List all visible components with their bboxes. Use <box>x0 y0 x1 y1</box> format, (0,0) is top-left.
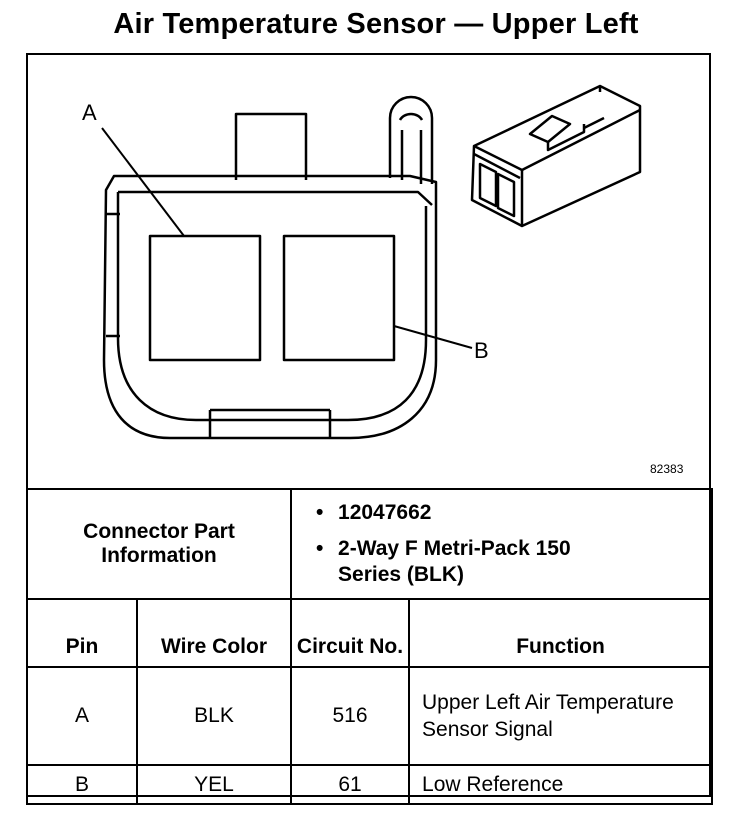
pin-cell: A <box>26 666 138 766</box>
connector-info-list: 12047662 2-Way F Metri-Pack 150 Series (… <box>290 488 714 600</box>
page-title: Air Temperature Sensor — Upper Left <box>113 8 639 40</box>
label-b: B <box>474 338 489 363</box>
function-cell: Upper Left Air Temperature Sensor Signal <box>408 666 714 766</box>
leader-line-a <box>101 127 185 237</box>
wire-color-cell: BLK <box>135 666 293 766</box>
pin-cell: B <box>26 764 138 805</box>
cavity-a <box>148 234 262 362</box>
table-header: Pin Wire Color Circuit No. Function <box>26 598 714 668</box>
header-circuit-no: Circuit No. <box>290 598 411 668</box>
connector-top-tab <box>234 112 308 180</box>
connector-isometric <box>470 84 642 228</box>
circuit-cell: 516 <box>290 666 411 766</box>
header-wire-color: Wire Color <box>135 598 293 668</box>
cavity-b <box>282 234 396 362</box>
function-cell: Low Reference <box>408 764 714 805</box>
connector-body <box>102 174 438 440</box>
part-number: 12047662 <box>316 500 711 526</box>
leader-line-b <box>393 325 473 349</box>
connector-latch <box>388 95 434 184</box>
circuit-cell: 61 <box>290 764 411 805</box>
connector-table: Connector Part Information 12047662 2-Wa… <box>25 488 714 805</box>
label-a: A <box>82 100 97 125</box>
header-function: Function <box>408 598 714 668</box>
figure-number: 82383 <box>650 462 684 476</box>
connector-info-row: Connector Part Information 12047662 2-Wa… <box>25 488 714 600</box>
wire-color-cell: YEL <box>135 764 293 805</box>
table-row: B YEL 61 Low Reference <box>26 764 714 805</box>
connector-info-heading: Connector Part Information <box>25 488 293 600</box>
connector-type: 2-Way F Metri-Pack 150 Series (BLK) <box>316 536 578 588</box>
header-pin: Pin <box>26 598 138 668</box>
table-row: A BLK 516 Upper Left Air Temperature Sen… <box>26 666 714 766</box>
